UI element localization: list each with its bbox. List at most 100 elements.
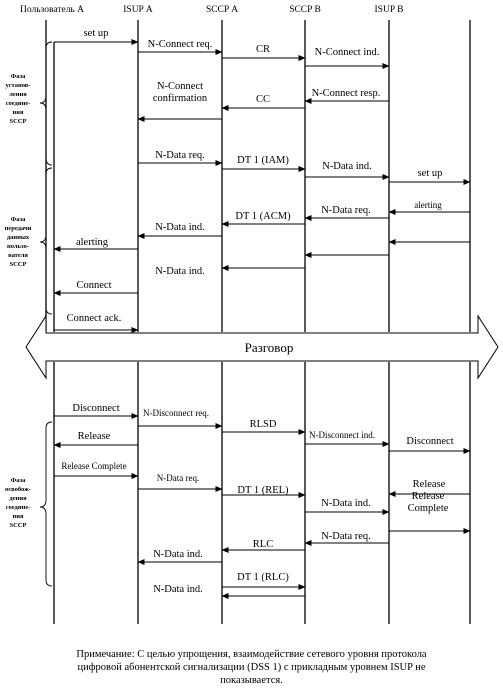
message-label-line: N-Connect	[157, 81, 203, 92]
message-label-line: Release	[413, 479, 446, 490]
message-label-line: N-Data ind.	[322, 161, 372, 172]
message-label: Disconnect	[72, 403, 119, 414]
header-isup-b: ISUP B	[375, 5, 404, 15]
message-label: Connect	[77, 280, 112, 291]
message-label: alerting	[414, 200, 442, 210]
message-label: N-Data ind.	[153, 549, 203, 560]
message-label-line: N-Data ind.	[153, 584, 203, 595]
message-label: RLC	[253, 539, 273, 550]
message-label: N-Connect ind.	[315, 47, 380, 58]
brace-release	[39, 421, 53, 587]
message-label-line: RLSD	[250, 419, 277, 430]
message-label: DT 1 (RLC)	[237, 572, 289, 583]
brace-transfer	[39, 167, 53, 315]
message-label-line: N-Connect resp.	[312, 88, 381, 99]
message-label: N-Data req.	[321, 205, 371, 216]
message-label: N-Data ind.	[155, 266, 205, 277]
message-label-line: N-Disconnect ind.	[309, 430, 375, 440]
talk-arrow: Разговор	[25, 314, 499, 380]
message-label-line: N-Data ind.	[155, 222, 205, 233]
message-label: CR	[256, 44, 270, 55]
message-label: Connect ack.	[67, 313, 122, 324]
footnote: Примечание: С целью упрощения, взаимодей…	[20, 648, 483, 687]
phase-setup-line: установ-	[6, 82, 31, 89]
message-label: N-Connect req.	[148, 39, 213, 50]
message-label-line: Connect ack.	[67, 313, 122, 324]
message-label: N-Data req.	[157, 473, 199, 483]
phase-transfer-line: пользо-	[7, 243, 29, 250]
message-label-line: confirmation	[153, 93, 208, 104]
header-sccp-a: SCCP А	[206, 5, 238, 15]
message-label: alerting	[76, 237, 109, 248]
message-label: N-Data ind.	[321, 498, 371, 509]
phase-setup-line: ления	[9, 91, 27, 98]
header-isup-a: ISUP А	[123, 5, 153, 15]
phase-release-line: Фаза	[11, 477, 26, 484]
message-label: Release Complete	[61, 461, 126, 471]
message-label: N-Disconnect req.	[143, 408, 209, 418]
message-label-line: set up	[418, 168, 443, 179]
message-arrows: set up N-Connect req. CR N-Connect ind. N-Co…	[53, 28, 471, 599]
phase-release-line: дения	[9, 495, 27, 502]
message-label-line: N-Connect req.	[148, 39, 213, 50]
phase-transfer-line: SCCP	[10, 261, 27, 268]
message-label-line: Connect	[77, 280, 112, 291]
note-line-3: показывается.	[220, 675, 283, 686]
phase-transfer-line: передачи	[5, 225, 32, 232]
message-label-line: Disconnect	[72, 403, 119, 414]
phase-release-line: соедине-	[6, 504, 31, 511]
message-label: Disconnect	[406, 436, 453, 447]
phase-release-line: ния	[12, 513, 23, 520]
message-label: set up	[418, 168, 443, 179]
phase-transfer-line: вателя	[8, 252, 28, 259]
message-label-line: CR	[256, 44, 270, 55]
message-label-line: Complete	[408, 503, 449, 514]
message-label-line: N-Data req.	[157, 473, 199, 483]
message-label-line: alerting	[76, 237, 109, 248]
message-label: DT 1 (ACM)	[235, 211, 291, 222]
phase-setup-line: соедине-	[6, 100, 31, 107]
message-label-line: N-Data ind.	[155, 266, 205, 277]
message-label: N-Connect resp.	[312, 88, 381, 99]
lifeline-headers: Пользователь А ISUP А SCCP А SCCP B ISUP…	[20, 5, 403, 15]
message-label-line: N-Data req.	[155, 150, 205, 161]
phase-release-line: SCCP	[10, 522, 27, 529]
message-label: DT 1 (REL)	[237, 485, 289, 496]
message-label-line: N-Data ind.	[321, 498, 371, 509]
message-label-line: RLC	[253, 539, 273, 550]
message-label-line: N-Data req.	[321, 531, 371, 542]
message-label: Release	[413, 479, 446, 490]
phase-braces	[39, 41, 53, 587]
message-label-line: DT 1 (REL)	[237, 485, 289, 496]
message-label-line: Disconnect	[406, 436, 453, 447]
brace-setup	[39, 41, 53, 166]
phase-setup-line: ния	[12, 109, 23, 116]
message-label: CC	[256, 94, 270, 105]
message-label-line: alerting	[414, 200, 442, 210]
phase-transfer-line: Фаза	[11, 216, 26, 223]
phase-release-line: освобож-	[5, 486, 31, 493]
message-label-line: Release Complete	[61, 461, 126, 471]
talk-label: Разговор	[245, 340, 294, 355]
message-label-line: DT 1 (RLC)	[237, 572, 289, 583]
message-label-line: N-Data ind.	[153, 549, 203, 560]
header-user: Пользователь А	[20, 5, 84, 15]
note-line-2: цифровой абонентской сигнализации (DSS 1…	[77, 662, 426, 673]
phase-transfer-line: данных	[7, 234, 30, 241]
message-label: N-Disconnect ind.	[309, 430, 375, 440]
message-label-line: N-Connect ind.	[315, 47, 380, 58]
message-label-line: set up	[84, 28, 109, 39]
message-label: set up	[84, 28, 109, 39]
message-label-line: N-Data req.	[321, 205, 371, 216]
message-label-line: DT 1 (ACM)	[235, 211, 291, 222]
message-label: N-Data ind.	[155, 222, 205, 233]
note-line-1: Примечание: С целью упрощения, взаимодей…	[76, 649, 427, 660]
message-label: N-Data req.	[155, 150, 205, 161]
message-label-line: Release	[412, 491, 445, 502]
phase-setup-line: Фаза	[11, 73, 26, 80]
